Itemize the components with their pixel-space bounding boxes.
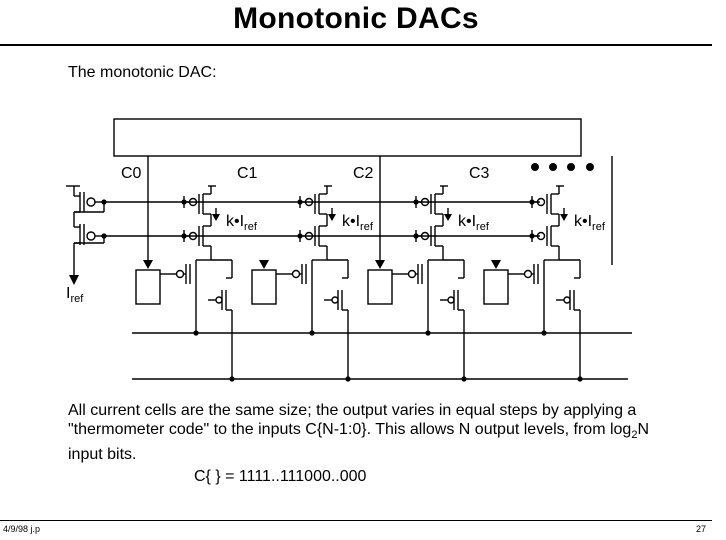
- footer-date: 4/9/98 j.p: [3, 524, 41, 534]
- caption-text: All current cells are the same size; the…: [68, 402, 650, 464]
- thermometer-code-equation: C{ } = 1111..111000..000: [194, 468, 367, 485]
- current-cell: C3 k•Iref: [469, 165, 606, 382]
- switch-block: [483, 269, 509, 305]
- footer-divider: [0, 520, 712, 521]
- control-label: C2: [353, 165, 374, 182]
- title-divider: [0, 44, 712, 46]
- slide-subtitle: The monotonic DAC:: [68, 64, 217, 81]
- caption-subscript: 2: [631, 429, 638, 442]
- cell-current-label: k•Iref: [342, 213, 374, 233]
- current-cell: C0 k•Iref: [121, 156, 258, 382]
- bias-junction: [101, 233, 107, 239]
- iref-label: Iref: [66, 285, 84, 305]
- decoder-block: [113, 118, 582, 157]
- switch-block: [367, 269, 393, 305]
- cell-current-label: k•Iref: [574, 213, 606, 233]
- control-label: C0: [121, 165, 142, 182]
- bias-junction: [101, 199, 107, 205]
- continuation-dot: [549, 163, 557, 171]
- continuation-dot: [586, 163, 594, 171]
- slide-title: Monotonic DACs: [233, 2, 479, 35]
- current-cell: C1 k•Iref: [237, 156, 381, 382]
- current-cell: C2 k•Iref: [353, 156, 613, 382]
- switch-block: [251, 269, 277, 305]
- continuation-dot: [567, 163, 575, 171]
- cell-current-label: k•Iref: [226, 213, 258, 233]
- control-label: C3: [469, 165, 490, 182]
- continuation-dot: [531, 163, 539, 171]
- cell-current-label: k•Iref: [458, 213, 490, 233]
- control-label: C1: [237, 165, 258, 182]
- page-number: 27: [695, 524, 706, 534]
- switch-block: [135, 269, 161, 305]
- iref-arrow: [69, 275, 79, 285]
